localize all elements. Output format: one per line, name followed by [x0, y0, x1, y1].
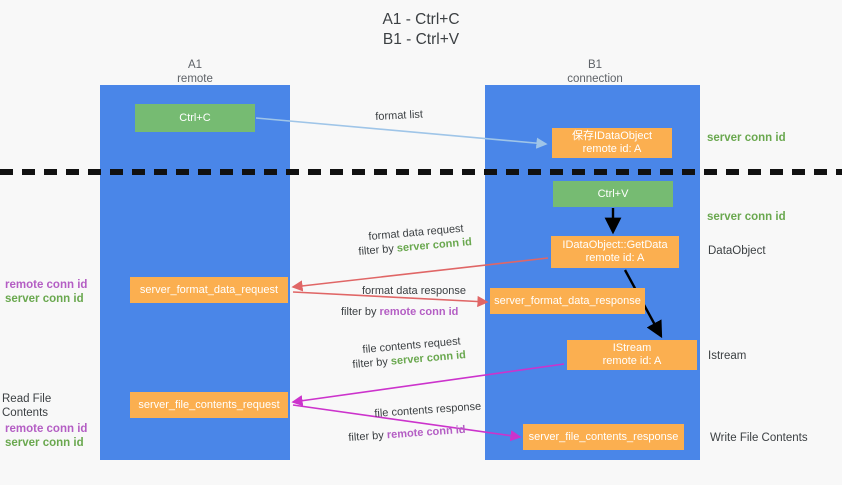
box-ctrl-c-label: Ctrl+C [179, 111, 211, 124]
caption-format-data-response-text: format data response [362, 285, 466, 297]
box-save-idataobject[interactable]: 保存IDataObject remote id: A [552, 128, 672, 158]
caption-format-list: format list [375, 109, 423, 123]
remote-conn-id-label: remote conn id [379, 306, 459, 318]
note-server-conn-id-lower: server conn id [5, 437, 84, 449]
filter-by-label: filter by [358, 242, 395, 258]
caption-format-list-text: format list [375, 108, 424, 123]
box-save-idataobject-line1: 保存IDataObject [571, 130, 653, 142]
note-server-conn-id-mid: server conn id [707, 211, 786, 223]
column-header-a1: A1 remote [130, 58, 260, 86]
column-a1-role: remote [177, 73, 213, 85]
box-save-idataobject-line2: remote id: A [582, 143, 642, 155]
page-title: A1 - Ctrl+C B1 - Ctrl+V [0, 10, 842, 50]
note-conn-ids-upper: remote conn id server conn id [5, 278, 97, 306]
note-server-conn-id-top: server conn id [707, 132, 786, 144]
box-getdata-line1: IDataObject::GetData [562, 239, 668, 251]
box-getdata-line2: remote id: A [585, 252, 645, 264]
box-istream[interactable]: IStream remote id: A [567, 340, 697, 370]
box-server-format-data-request[interactable]: server_format_data_request [130, 277, 288, 303]
note-read-file-contents: Read File Contents [2, 393, 52, 419]
note-write-file-contents-text: Write File Contents [710, 432, 808, 444]
filter-by-label: filter by [352, 355, 389, 371]
box-server-format-data-request-label: server_format_data_request [139, 283, 279, 296]
box-istream-line1: IStream [612, 342, 652, 354]
note-server-conn-id-top-text: server conn id [707, 132, 786, 144]
box-server-file-contents-request-label: server_file_contents_request [138, 398, 280, 411]
column-header-b1: B1 connection [530, 58, 660, 86]
box-idataobject-getdata[interactable]: IDataObject::GetData remote id: A [551, 236, 679, 268]
box-ctrl-v[interactable]: Ctrl+V [553, 181, 673, 207]
title-line-2: B1 - Ctrl+V [382, 31, 460, 48]
remote-conn-id-label: remote conn id [386, 423, 466, 442]
note-server-conn-id-upper: server conn id [5, 293, 84, 305]
filter-by-label: filter by [348, 429, 385, 444]
column-b1-role: connection [567, 73, 623, 85]
column-a1-name: A1 [187, 59, 203, 71]
box-ctrl-v-label: Ctrl+V [597, 187, 629, 200]
note-istream-text: Istream [708, 350, 747, 362]
title-line-1: A1 - Ctrl+C [382, 11, 460, 28]
note-read-file-contents-group: Read File Contents remote conn id server… [2, 392, 100, 450]
filter-by-label: filter by [341, 306, 377, 318]
note-remote-conn-id-upper: remote conn id [5, 279, 88, 291]
caption-file-contents-response-text: file contents response [374, 400, 482, 420]
box-server-format-data-response-label: server_format_data_response [494, 294, 641, 307]
caption-format-data-response: format data response [362, 285, 466, 297]
caption-file-contents-response-filter: filter by remote conn id [348, 424, 466, 444]
note-dataobject: DataObject [708, 245, 766, 257]
note-dataobject-text: DataObject [708, 245, 766, 257]
box-server-file-contents-request[interactable]: server_file_contents_request [130, 392, 288, 418]
note-remote-conn-id-lower: remote conn id [5, 423, 88, 435]
box-istream-line2: remote id: A [602, 355, 662, 367]
box-server-format-data-response[interactable]: server_format_data_response [490, 288, 645, 314]
box-server-file-contents-response[interactable]: server_file_contents_response [523, 424, 684, 450]
note-istream: Istream [708, 350, 746, 362]
note-write-file-contents: Write File Contents [710, 432, 808, 444]
box-server-file-contents-response-label: server_file_contents_response [528, 430, 679, 443]
box-ctrl-c[interactable]: Ctrl+C [135, 104, 255, 132]
caption-format-data-response-filter: filter by remote conn id [341, 306, 458, 318]
column-b1-name: B1 [587, 59, 603, 71]
note-server-conn-id-mid-text: server conn id [707, 211, 786, 223]
caption-file-contents-response: file contents response [374, 401, 482, 420]
